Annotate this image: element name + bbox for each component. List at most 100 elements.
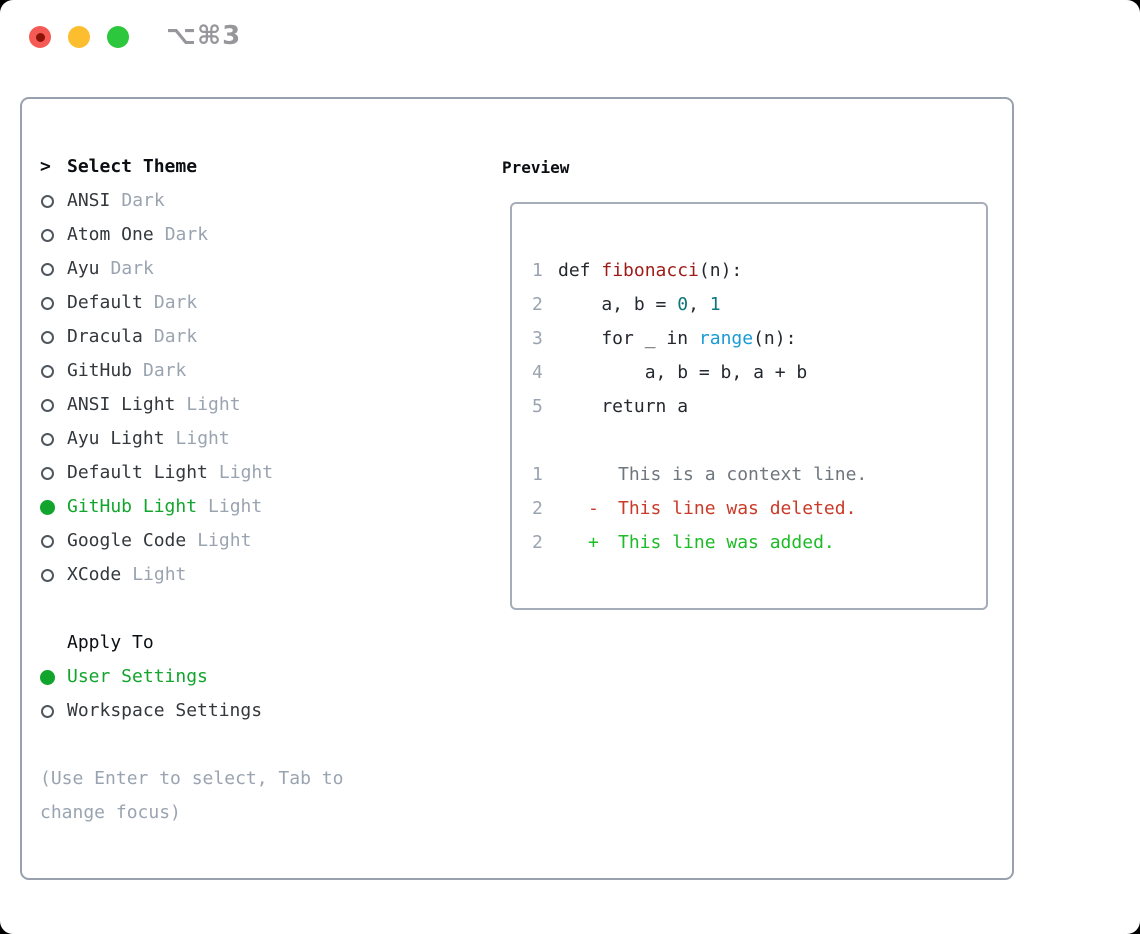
code-line: 3 for _ in range(n): [532, 321, 986, 355]
code-token: , [688, 293, 710, 315]
line-number: 5 [532, 395, 543, 417]
theme-list: ANSI Dark Atom One Dark Ayu Dark Default… [40, 184, 480, 592]
radio-icon [41, 228, 54, 242]
radio-icon [41, 568, 54, 582]
radio-icon [41, 704, 54, 718]
theme-option[interactable]: GitHub Dark [40, 354, 480, 388]
radio-icon [41, 330, 54, 344]
preview-header-row: Preview [502, 150, 988, 184]
close-button[interactable] [29, 26, 51, 48]
code-line: 5 return a [532, 389, 986, 423]
spacer [40, 592, 480, 626]
diff-marker [588, 464, 618, 485]
radio-icon [41, 398, 54, 412]
radio-cell [40, 296, 67, 310]
apply-to-header-row: Apply To [40, 626, 480, 660]
code-line: 1 def fibonacci(n): [532, 253, 986, 287]
preview-box: 1 def fibonacci(n): 2 a, b = 0, 1 3 for … [510, 202, 988, 610]
theme-name: Ayu [67, 258, 100, 279]
theme-variant: Light [197, 530, 252, 551]
radio-icon [40, 669, 55, 685]
apply-option[interactable]: User Settings [40, 660, 480, 694]
radio-cell [40, 262, 67, 276]
code-token: def [558, 259, 602, 281]
code-token: (n): [753, 327, 797, 349]
theme-name: XCode [67, 564, 122, 585]
theme-option[interactable]: Atom One Dark [40, 218, 480, 252]
theme-variant: Dark [164, 224, 209, 245]
theme-name: Ayu Light [67, 428, 165, 449]
theme-variant: Light [208, 496, 263, 517]
theme-name: GitHub Light [67, 496, 198, 517]
select-theme-header-row: > Select Theme [40, 150, 480, 184]
radio-cell [40, 466, 67, 480]
radio-cell [40, 499, 67, 515]
radio-cell [40, 704, 67, 718]
line-number: 3 [532, 327, 543, 349]
code-text: def fibonacci(n): [558, 260, 742, 281]
radio-icon [40, 499, 55, 515]
radio-icon [41, 432, 54, 446]
select-theme-title: Select Theme [67, 156, 198, 177]
spacer [532, 423, 986, 457]
maximize-button[interactable] [107, 26, 129, 48]
radio-cell [40, 398, 67, 412]
theme-variant: Dark [143, 360, 187, 381]
code-text: a, b = b, a + b [558, 361, 808, 383]
apply-option[interactable]: Workspace Settings [40, 694, 480, 728]
theme-option[interactable]: Google Code Light [40, 524, 480, 558]
theme-name: User Settings [67, 666, 208, 687]
diff-text: This line was added. [618, 531, 835, 553]
theme-name: ANSI Light [67, 394, 176, 415]
diff-text: This is a context line. [618, 463, 868, 485]
radio-cell [40, 669, 67, 685]
theme-option[interactable]: ANSI Light Light [40, 388, 480, 422]
theme-option[interactable]: GitHub Light Light [40, 490, 480, 524]
apply-to-title: Apply To [67, 632, 154, 653]
theme-name: Atom One [67, 224, 154, 245]
theme-name: Dracula [67, 326, 143, 347]
theme-option[interactable]: Ayu Dark [40, 252, 480, 286]
radio-cell [40, 568, 67, 582]
line-number: 2 [532, 497, 543, 519]
theme-variant: Light [132, 564, 187, 585]
code-token: fibonacci [601, 259, 699, 281]
theme-name: Google Code [67, 530, 187, 551]
theme-name: Default Light [67, 462, 208, 483]
code-token: a, b = b, a + b [558, 361, 808, 383]
minimize-button[interactable] [68, 26, 90, 48]
diff-preview: 1 This is a context line. 2 - This line … [532, 457, 986, 559]
theme-name: Workspace Settings [67, 700, 263, 721]
line-number: 1 [532, 463, 543, 485]
code-text: return a [558, 396, 688, 417]
theme-picker-panel: > Select Theme ANSI Dark Atom One Dark A… [20, 97, 1014, 880]
code-text: a, b = 0, 1 [558, 293, 721, 315]
diff-marker: + [588, 531, 599, 553]
code-token: 0 [677, 293, 689, 315]
theme-variant: Dark [121, 190, 165, 211]
code-line: 2 a, b = 0, 1 [532, 287, 986, 321]
radio-icon [41, 534, 54, 548]
prompt-caret-icon: > [40, 156, 51, 177]
record-dot-icon [35, 32, 45, 42]
line-number: 1 [532, 259, 543, 281]
theme-option[interactable]: XCode Light [40, 558, 480, 592]
code-token: 1 [709, 293, 721, 315]
radio-icon [41, 466, 54, 480]
preview-column: Preview 1 def fibonacci(n): 2 a, b = 0, … [502, 150, 988, 610]
theme-option[interactable]: ANSI Dark [40, 184, 480, 218]
radio-icon [41, 364, 54, 378]
theme-option[interactable]: Default Dark [40, 286, 480, 320]
theme-name: Default [67, 292, 143, 313]
radio-cell [40, 432, 67, 446]
theme-option[interactable]: Ayu Light Light [40, 422, 480, 456]
theme-variant: Dark [110, 258, 154, 279]
diff-line: 2 + This line was added. [532, 525, 986, 559]
theme-option[interactable]: Default Light Light [40, 456, 480, 490]
theme-option[interactable]: Dracula Dark [40, 320, 480, 354]
radio-cell [40, 194, 67, 208]
theme-variant: Dark [153, 292, 198, 313]
titlebar: ⌥⌘3 [0, 0, 1140, 72]
line-number: 2 [532, 531, 543, 553]
